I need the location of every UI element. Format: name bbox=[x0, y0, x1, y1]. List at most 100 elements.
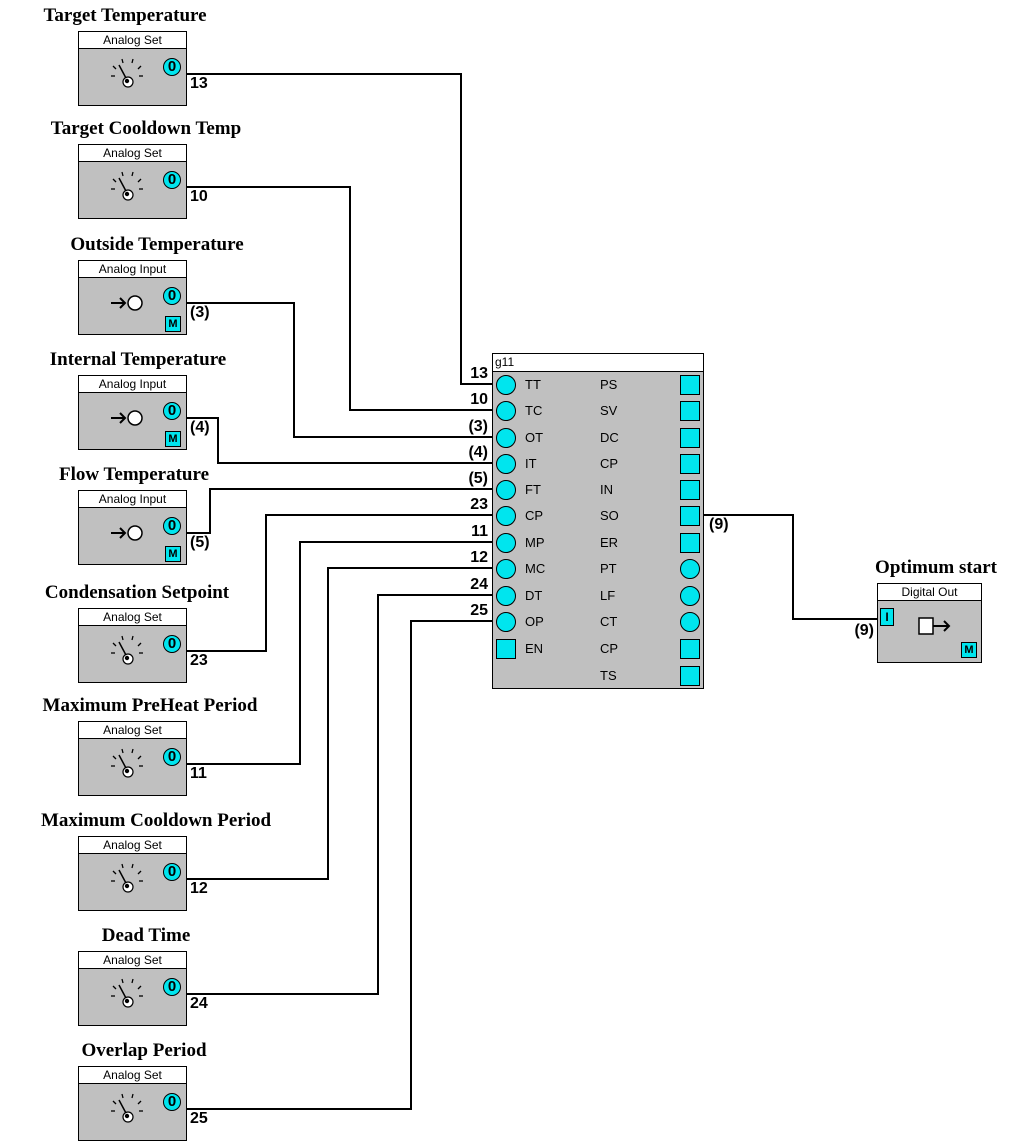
knob-icon bbox=[111, 58, 143, 88]
block-type-label: Analog Input bbox=[79, 376, 186, 393]
input-pin-label: MC bbox=[525, 561, 546, 576]
block-type-label: Digital Out bbox=[878, 584, 981, 601]
output-pin-label: PT bbox=[600, 561, 617, 576]
output-port[interactable]: 0 bbox=[163, 978, 181, 996]
wire bbox=[181, 620, 503, 1110]
block-title: Overlap Period bbox=[81, 1040, 207, 1061]
input-pin-tt[interactable] bbox=[496, 375, 516, 395]
manual-override-port[interactable]: M bbox=[165, 316, 181, 332]
wire bbox=[181, 541, 503, 765]
wire-label-target: 23 bbox=[470, 496, 488, 513]
manual-override-port[interactable]: M bbox=[165, 431, 181, 447]
output-pin-ct[interactable] bbox=[680, 612, 700, 632]
output-pin-ps[interactable] bbox=[680, 375, 700, 395]
wire-label-source: (9) bbox=[709, 516, 729, 533]
block-title: Maximum PreHeat Period bbox=[42, 695, 258, 716]
output-port[interactable]: 0 bbox=[163, 863, 181, 881]
output-pin-cp[interactable] bbox=[680, 454, 700, 474]
input-pin-it[interactable] bbox=[496, 454, 516, 474]
output-pin-in[interactable] bbox=[680, 480, 700, 500]
output-port[interactable]: 0 bbox=[163, 402, 181, 420]
wire-label-source: (4) bbox=[190, 419, 210, 436]
output-port[interactable]: 0 bbox=[163, 517, 181, 535]
output-pin-pt[interactable] bbox=[680, 559, 700, 579]
manual-override-port[interactable]: M bbox=[165, 546, 181, 562]
output-pin-cp[interactable] bbox=[680, 639, 700, 659]
wire-label-source: 24 bbox=[190, 995, 208, 1012]
wire-label-target: (4) bbox=[468, 444, 488, 461]
input-pin-mp[interactable] bbox=[496, 533, 516, 553]
output-pin-label: SV bbox=[600, 403, 618, 418]
block-type-label: Analog Set bbox=[79, 145, 186, 162]
input-pin-cp[interactable] bbox=[496, 506, 516, 526]
wire-label-target: 24 bbox=[470, 576, 488, 593]
input-pin-label: IT bbox=[525, 456, 537, 471]
output-pin-ts[interactable] bbox=[680, 666, 700, 686]
wire-label-source: 10 bbox=[190, 188, 208, 205]
output-pin-dc[interactable] bbox=[680, 428, 700, 448]
analog-set-block[interactable]: Analog Set 0 bbox=[78, 144, 187, 219]
block-title: Condensation Setpoint bbox=[44, 582, 230, 603]
knob-icon bbox=[111, 171, 143, 201]
output-port[interactable]: 0 bbox=[163, 635, 181, 653]
input-pin-tc[interactable] bbox=[496, 401, 516, 421]
wire bbox=[704, 514, 880, 620]
output-pin-label: SO bbox=[600, 508, 619, 523]
input-pin-label: OT bbox=[525, 430, 544, 445]
wire bbox=[181, 417, 503, 464]
output-port[interactable]: 0 bbox=[163, 287, 181, 305]
input-pin-label: TC bbox=[525, 403, 543, 418]
analog-set-block[interactable]: Analog Set 0 bbox=[78, 951, 187, 1026]
block-type-label: Analog Set bbox=[79, 837, 186, 854]
output-pin-label: DC bbox=[600, 430, 619, 445]
output-pin-er[interactable] bbox=[680, 533, 700, 553]
analog-set-block[interactable]: Analog Set 0 bbox=[78, 836, 187, 911]
knob-icon bbox=[111, 863, 143, 893]
wire bbox=[181, 567, 503, 880]
output-pin-label: TS bbox=[600, 668, 617, 683]
input-pin-label: EN bbox=[525, 641, 544, 656]
output-pin-label: CP bbox=[600, 456, 619, 471]
output-pin-label: IN bbox=[600, 482, 613, 497]
input-pin-mc[interactable] bbox=[496, 559, 516, 579]
wire bbox=[181, 488, 503, 534]
wire-label-target: 11 bbox=[471, 523, 488, 540]
output-port[interactable]: 0 bbox=[163, 1093, 181, 1111]
wire-label-source: 23 bbox=[190, 652, 208, 669]
block-type-label: Analog Set bbox=[79, 952, 186, 969]
input-pin-op[interactable] bbox=[496, 612, 516, 632]
output-port[interactable]: 0 bbox=[163, 58, 181, 76]
knob-icon bbox=[111, 1093, 143, 1123]
knob-icon bbox=[111, 748, 143, 778]
wire bbox=[181, 594, 503, 995]
input-pin-ot[interactable] bbox=[496, 428, 516, 448]
manual-override-port[interactable]: M bbox=[961, 642, 977, 658]
block-type-label: Analog Input bbox=[79, 491, 186, 508]
input-pin-label: MP bbox=[525, 535, 545, 550]
output-port[interactable]: 0 bbox=[163, 748, 181, 766]
input-pin-label: TT bbox=[525, 377, 541, 392]
output-pin-lf[interactable] bbox=[680, 586, 700, 606]
input-pin-ft[interactable] bbox=[496, 480, 516, 500]
output-pin-sv[interactable] bbox=[680, 401, 700, 421]
input-pin-label: OP bbox=[525, 614, 544, 629]
output-pin-so[interactable] bbox=[680, 506, 700, 526]
block-title: Flow Temperature bbox=[58, 464, 210, 485]
block-title: Outside Temperature bbox=[70, 234, 244, 255]
input-pin-en[interactable] bbox=[496, 639, 516, 659]
input-pin-dt[interactable] bbox=[496, 586, 516, 606]
wire-label-target: 10 bbox=[470, 391, 488, 408]
output-port[interactable]: 0 bbox=[163, 171, 181, 189]
input-port[interactable]: I bbox=[880, 608, 894, 626]
output-pin-label: ER bbox=[600, 535, 619, 550]
